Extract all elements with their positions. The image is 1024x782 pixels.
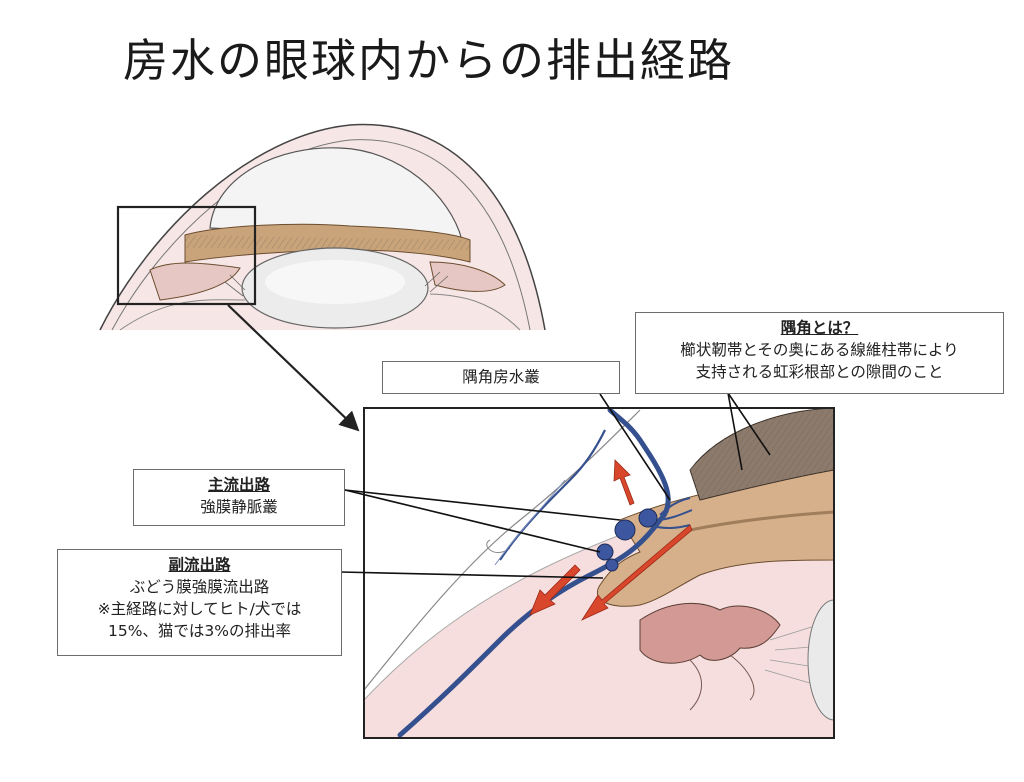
slide-title: 房水の眼球内からの排出経路 <box>123 34 735 87</box>
secondary-outflow-callout: 副流出路 ぶどう膜強膜流出路 ※主経路に対してヒト/犬では 15%、猫では3%の… <box>57 549 342 656</box>
zoom-region-frame <box>116 205 257 306</box>
main-outflow-callout: 主流出路 強膜静脈叢 <box>133 469 345 526</box>
angle-definition-line-1: 櫛状靭帯とその奥にある線維柱帯により <box>680 341 959 359</box>
angle-definition-callout: 隅角とは？ 櫛状靭帯とその奥にある線維柱帯により 支持される虹彩根部との隙間のこ… <box>635 312 1004 394</box>
secondary-outflow-heading: 副流出路 <box>168 556 231 574</box>
secondary-outflow-line-2: ※主経路に対してヒト/犬では <box>97 600 302 618</box>
eye-overview-drawing <box>99 123 546 331</box>
angle-definition-line-2: 支持される虹彩根部との隙間のこと <box>695 363 944 381</box>
main-outflow-heading: 主流出路 <box>207 476 270 494</box>
secondary-outflow-line-1: ぶどう膜強膜流出路 <box>129 578 270 596</box>
zoom-arrow <box>227 304 360 432</box>
leader-lines <box>339 392 771 579</box>
aqueous-plexus-label: 隅角房水叢 <box>382 361 620 394</box>
angle-magnified-drawing <box>364 408 834 738</box>
secondary-outflow-line-3: 15%、猫では3%の排出率 <box>107 622 292 640</box>
aqueous-plexus-text: 隅角房水叢 <box>462 368 540 386</box>
angle-definition-heading: 隅角とは？ <box>780 319 859 337</box>
main-outflow-text: 強膜静脈叢 <box>200 498 278 516</box>
